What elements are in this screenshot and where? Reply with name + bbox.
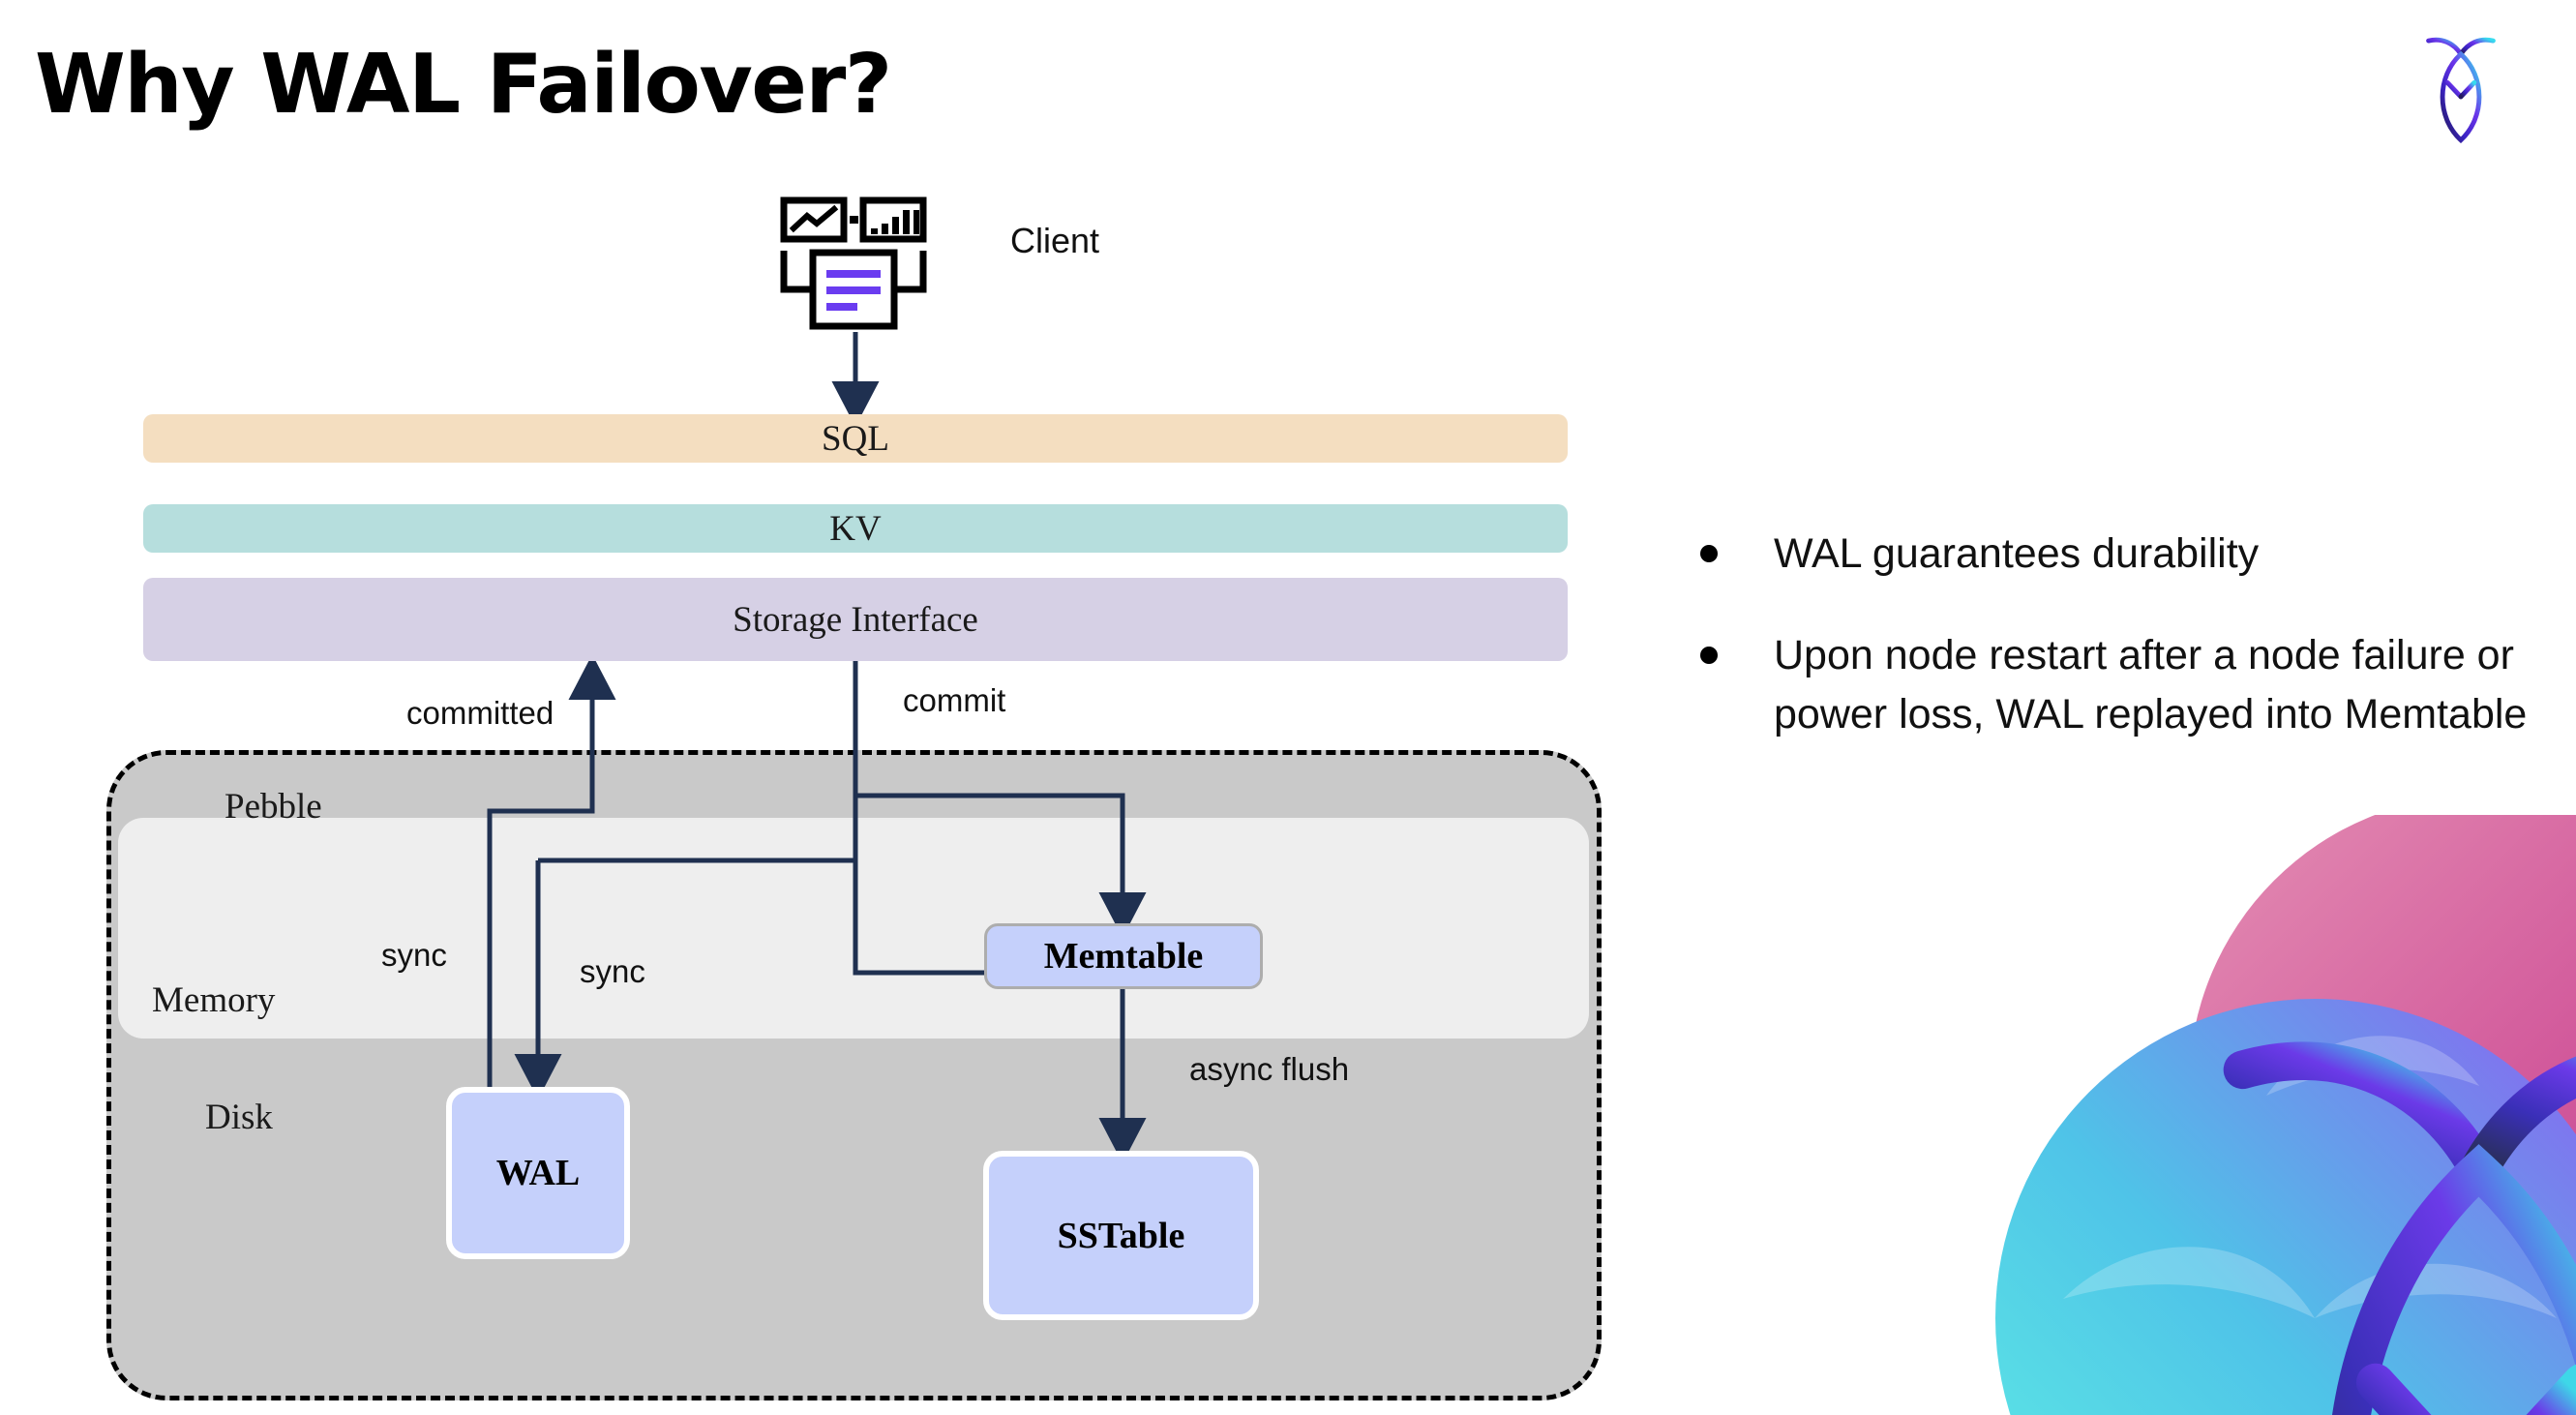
- node-label-wal: WAL: [495, 1153, 581, 1193]
- edge-label-commit: commit: [903, 682, 1006, 718]
- disk-label: Disk: [205, 1098, 273, 1137]
- edge-commit: [853, 661, 1147, 939]
- layer-label-sql: SQL: [822, 418, 889, 459]
- list-item: WAL guarantees durability: [1700, 525, 2532, 584]
- edge-label-committed: committed: [406, 695, 554, 731]
- client-label: Client: [1010, 221, 1100, 260]
- bullet-text: Upon node restart after a node failure o…: [1774, 632, 2528, 738]
- node-sstable[interactable]: SSTable: [983, 1151, 1259, 1320]
- bullet-dot-icon: [1700, 545, 1718, 562]
- layer-bar-kv[interactable]: KV: [143, 504, 1568, 553]
- pebble-label: Pebble: [225, 787, 322, 827]
- node-wal[interactable]: WAL: [446, 1087, 630, 1259]
- node-memtable[interactable]: Memtable: [984, 923, 1263, 989]
- cockroachdb-logo-icon: [2426, 37, 2496, 143]
- client-monitor-icon: [780, 196, 927, 330]
- node-label-memtable: Memtable: [1043, 936, 1204, 977]
- layer-label-storage-interface: Storage Interface: [733, 599, 978, 640]
- edge-committed: [487, 653, 616, 1087]
- list-item: Upon node restart after a node failure o…: [1700, 626, 2532, 744]
- edge-label-sync-committed: sync: [381, 937, 447, 973]
- bullet-list: WAL guarantees durability Upon node rest…: [1700, 525, 2532, 787]
- slide-title: Why WAL Failover?: [35, 37, 892, 133]
- bullet-text: WAL guarantees durability: [1774, 530, 2260, 577]
- bullet-dot-icon: [1700, 647, 1718, 665]
- memory-label: Memory: [152, 980, 276, 1020]
- edge-label-sync-write: sync: [580, 953, 645, 989]
- diagram-arrows: [487, 332, 1147, 1164]
- layer-bar-sql[interactable]: SQL: [143, 414, 1568, 463]
- layer-bar-storage-interface[interactable]: Storage Interface: [143, 578, 1568, 661]
- edge-label-async-flush: async flush: [1189, 1051, 1350, 1087]
- layer-label-kv: KV: [829, 508, 882, 549]
- decorative-background-art: [1995, 815, 2576, 1415]
- node-label-sstable: SSTable: [1057, 1215, 1185, 1256]
